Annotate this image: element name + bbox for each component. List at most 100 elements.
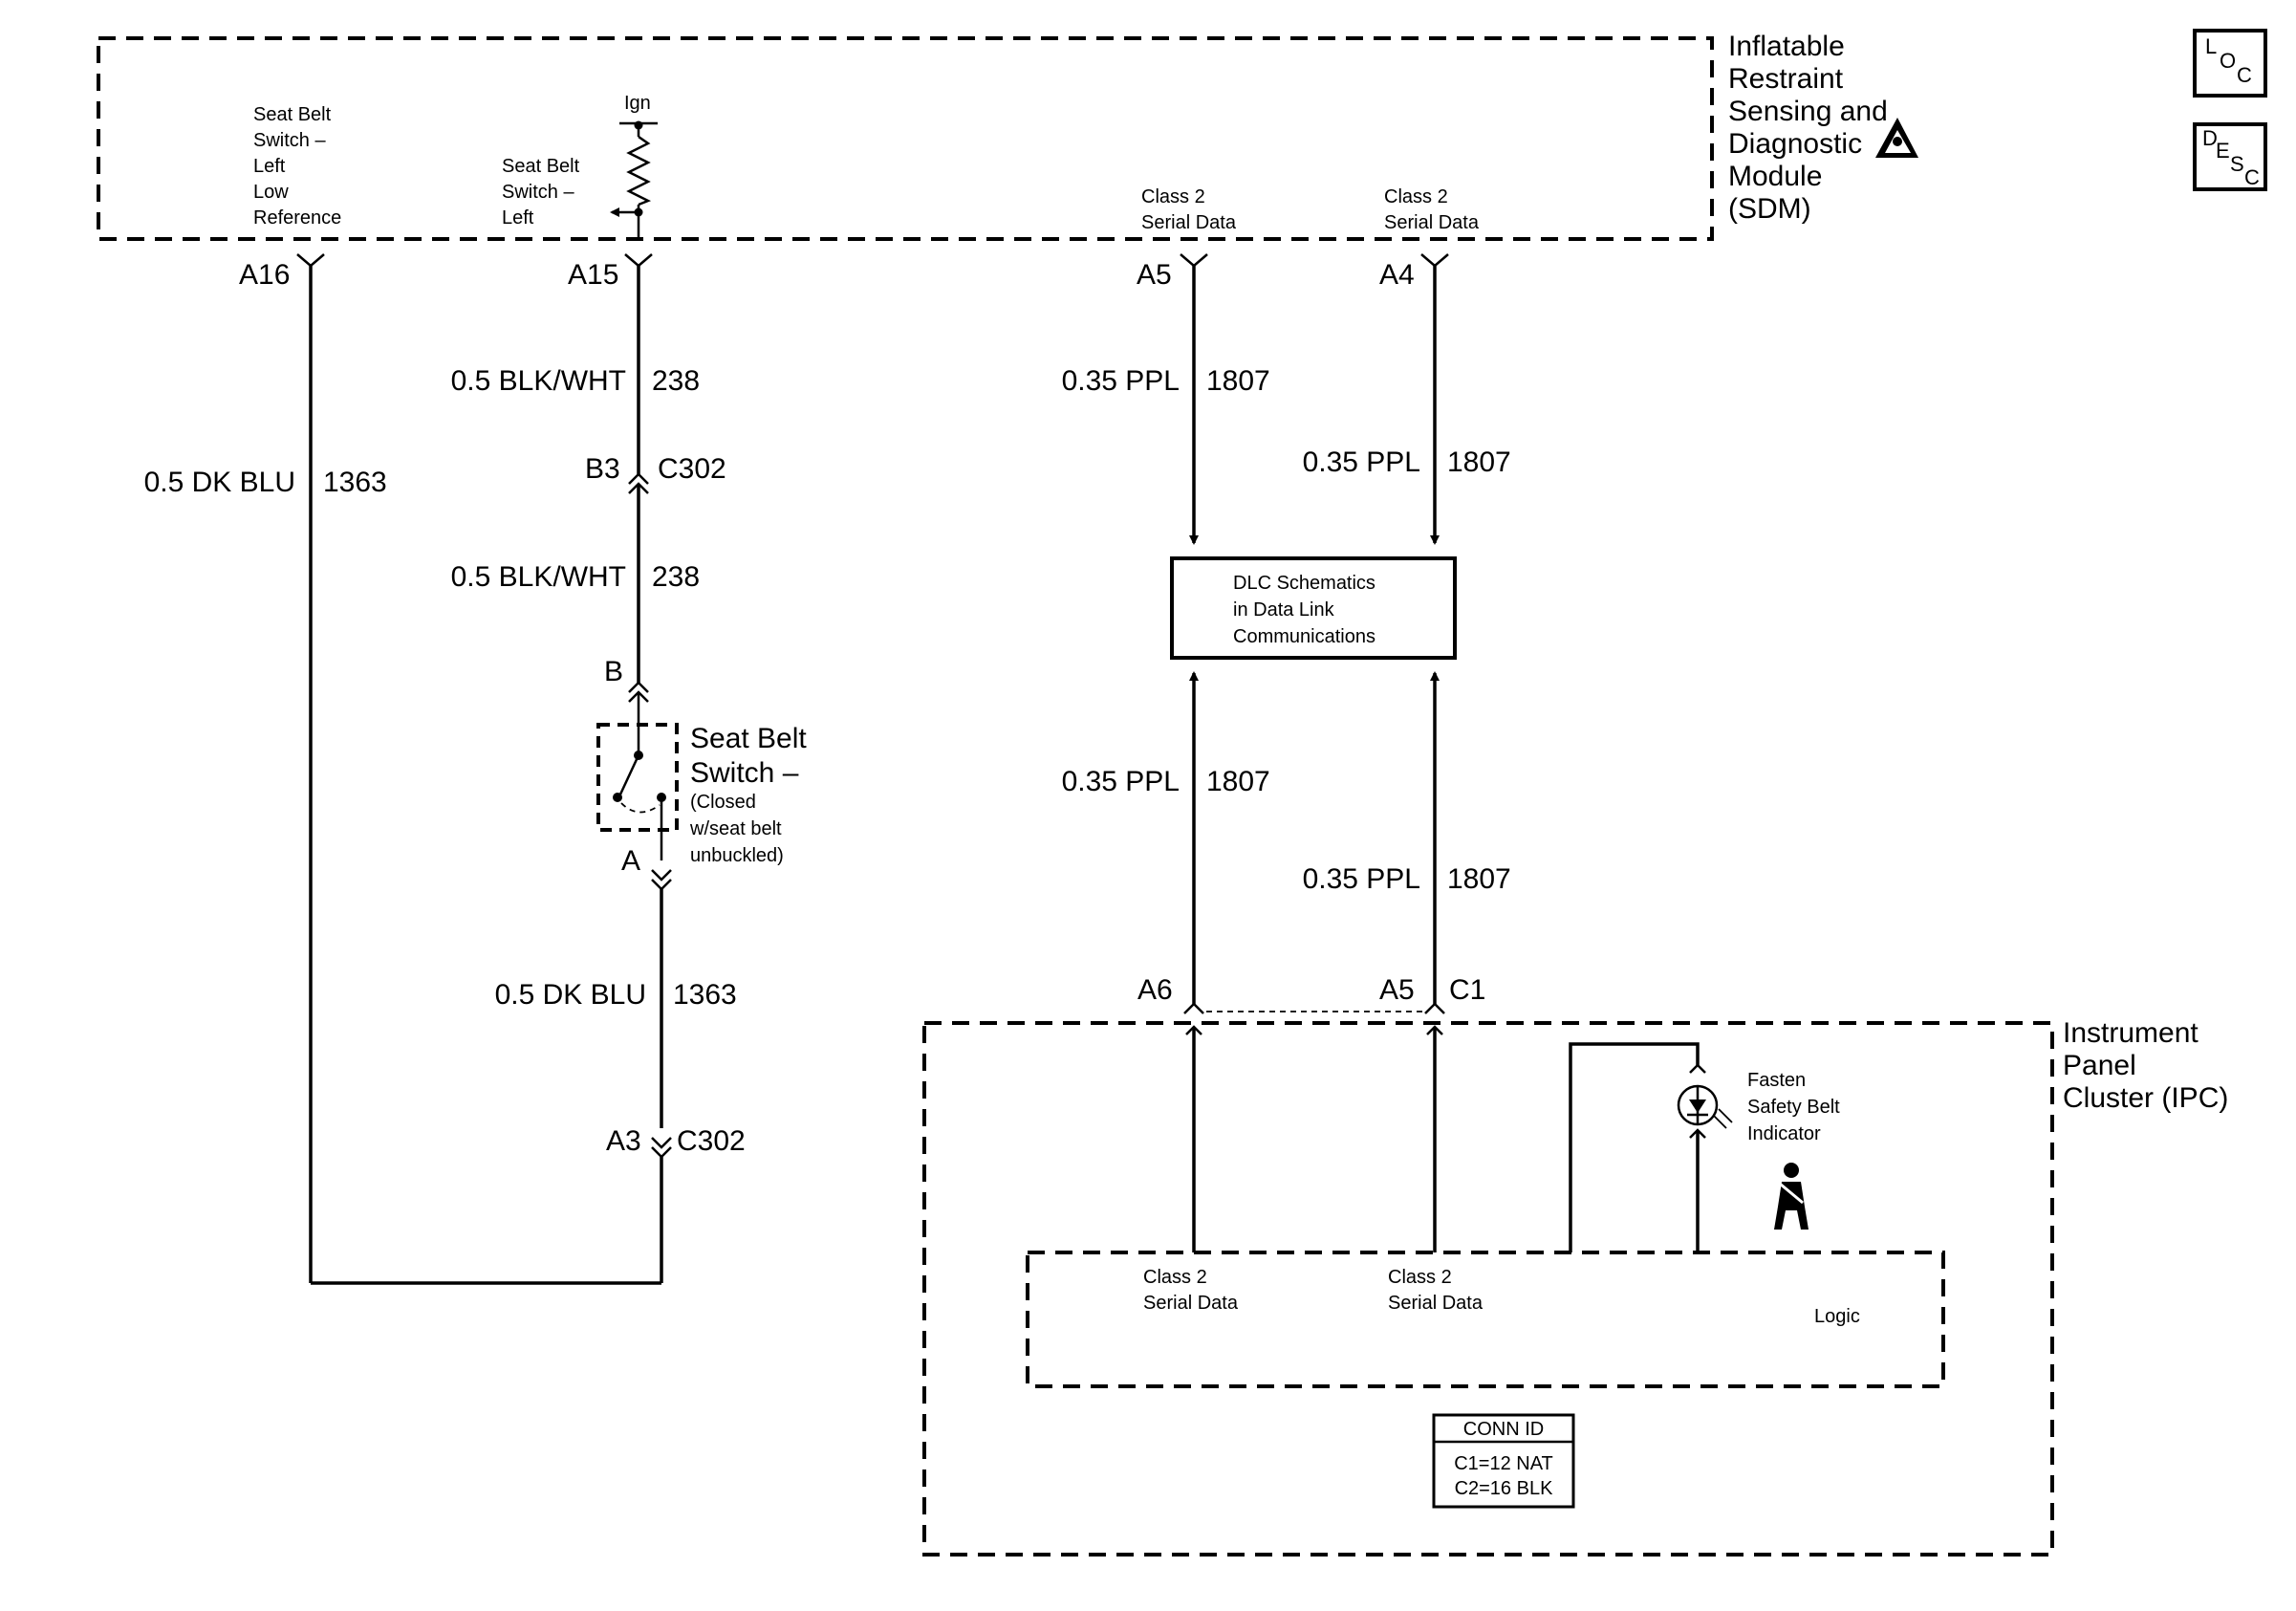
conn-id-row: C2=16 BLK [1455, 1478, 1554, 1499]
airbag-warning-icon [1875, 118, 1918, 158]
desc-letter: D [2202, 126, 2218, 150]
ipc-title: Instrument Panel Cluster (IPC) [2063, 1017, 2228, 1114]
connector-a3-label: A3 [606, 1125, 641, 1157]
loc-letter: L [2205, 34, 2217, 58]
logic-serial-line: Serial Data [1388, 1293, 1484, 1314]
wire-label-circuit: 1807 [1447, 446, 1511, 478]
dlc-box-line: in Data Link [1233, 599, 1335, 620]
indicator-label-line: Fasten [1747, 1070, 1806, 1091]
wire-label-gauge: 0.35 PPL [1303, 446, 1420, 478]
sdm-title-line: Inflatable [1728, 31, 1845, 62]
sdm-pin-label-switch-low-ref: Seat Belt Switch – Left Low Reference [253, 104, 341, 229]
pullup-resistor [626, 135, 652, 207]
sdm-pin-label-line: Left [253, 156, 286, 177]
terminal-a16: A16 [239, 259, 290, 291]
conn-id-row: C1=12 NAT [1454, 1453, 1553, 1474]
sdm-pin-label-a4-serial: Class 2 Serial Data [1384, 186, 1480, 233]
ipc-module-box [922, 1021, 2054, 1557]
logic-label: Logic [1814, 1306, 1860, 1327]
seat-belt-person-icon [1774, 1163, 1809, 1230]
ign-node [634, 120, 643, 130]
connector-c302-label: C302 [677, 1125, 746, 1157]
terminal-a4: A4 [1379, 259, 1415, 291]
loc-letter: O [2220, 49, 2236, 73]
sdm-pin-label-a5-serial: Class 2 Serial Data [1141, 186, 1237, 233]
wire-label-gauge: 0.5 BLK/WHT [451, 365, 626, 397]
dlc-box-label: DLC Schematics in Data Link Communicatio… [1233, 573, 1381, 647]
desc-letter: E [2216, 139, 2230, 163]
switch-note-line: (Closed [690, 792, 756, 813]
logic-serial-line: Class 2 [1143, 1267, 1207, 1288]
wire-label-circuit: 238 [652, 365, 700, 397]
switch-contact [613, 793, 622, 802]
sdm-pin-label-switch-left: Seat Belt Switch – Left [502, 156, 585, 229]
wire-label-gauge: 0.35 PPL [1062, 365, 1180, 397]
wire-label-gauge: 0.35 PPL [1062, 766, 1180, 797]
logic-serial-line: Class 2 [1388, 1267, 1452, 1288]
sdm-title: Inflatable Restraint Sensing and Diagnos… [1728, 31, 1895, 225]
sdm-title-line: Module [1728, 161, 1822, 192]
wire-label-gauge: 0.5 DK BLU [144, 467, 295, 498]
connector-c302-a3-icon [651, 1137, 672, 1159]
indicator-label-line: Safety Belt [1747, 1097, 1840, 1118]
ipc-title-line: Instrument [2063, 1017, 2199, 1049]
wire-label-circuit: 238 [652, 561, 700, 593]
sdm-pin-label-line: Serial Data [1384, 212, 1480, 233]
terminal-fork [1183, 1002, 1445, 1014]
sdm-title-line: (SDM) [1728, 193, 1811, 225]
switch-actuator-arc [620, 802, 661, 814]
switch-note-line: unbuckled) [690, 845, 784, 866]
connector-a-icon [651, 869, 672, 891]
loc-letter: C [2237, 63, 2252, 87]
logic-serial-left: Class 2 Serial Data [1143, 1267, 1239, 1314]
connector-a-label: A [621, 845, 640, 877]
switch-title-line: Switch – [690, 757, 799, 789]
terminal-a6: A6 [1137, 974, 1173, 1006]
switch-title-line: Seat Belt [690, 723, 807, 754]
sdm-title-line: Restraint [1728, 63, 1844, 95]
conn-id-table [1432, 1413, 1575, 1509]
seat-belt-switch-note: (Closed w/seat belt unbuckled) [689, 792, 787, 866]
wire-label-circuit: 1807 [1447, 863, 1511, 895]
terminal-fork [1185, 1025, 1443, 1035]
dlc-box[interactable] [1170, 556, 1457, 660]
wire-label-circuit: 1363 [673, 979, 737, 1011]
sdm-pin-label-line: Seat Belt [502, 156, 580, 177]
indicator-label-line: Indicator [1747, 1123, 1821, 1144]
sdm-pin-label-line: Left [502, 207, 534, 229]
sdm-pin-label-line: Class 2 [1141, 186, 1205, 207]
connector-b3-label: B3 [585, 453, 620, 485]
sdm-pin-label-line: Reference [253, 207, 341, 229]
sdm-pin-label-line: Seat Belt [253, 104, 332, 125]
logic-serial-line: Serial Data [1143, 1293, 1239, 1314]
terminal-fork [296, 253, 1449, 268]
wire-label-gauge: 0.5 BLK/WHT [451, 561, 626, 593]
conn-id-header: CONN ID [1463, 1419, 1544, 1440]
sdm-pin-label-line: Switch – [253, 130, 326, 151]
sdm-title-line: Diagnostic [1728, 128, 1862, 160]
seat-belt-switch-title: Seat Belt Switch – [690, 723, 814, 789]
terminal-a5-ipc: A5 [1379, 974, 1415, 1006]
ipc-title-line: Panel [2063, 1050, 2136, 1081]
pin-a15-node [634, 207, 643, 217]
logic-box [1026, 1251, 1945, 1388]
logic-serial-right: Class 2 Serial Data [1388, 1267, 1484, 1314]
switch-blade [617, 754, 640, 797]
dlc-box-line: DLC Schematics [1233, 573, 1375, 594]
connector-c302-label: C302 [658, 453, 726, 485]
loc-badge-icon[interactable]: L O C [2193, 29, 2267, 98]
terminal-a15: A15 [568, 259, 618, 291]
wire-label-gauge: 0.35 PPL [1303, 863, 1420, 895]
desc-badge-icon[interactable]: D E S C [2193, 122, 2267, 191]
desc-letter: S [2230, 152, 2244, 176]
wire-label-circuit: 1807 [1206, 766, 1270, 797]
connector-b-label: B [604, 656, 623, 687]
wire-label-gauge: 0.5 DK BLU [495, 979, 646, 1011]
wire-label-circuit: 1807 [1206, 365, 1270, 397]
sdm-module-box [97, 36, 1714, 241]
ign-label: Ign [624, 93, 651, 114]
sdm-pin-label-line: Serial Data [1141, 212, 1237, 233]
terminal-a5: A5 [1137, 259, 1172, 291]
dlc-box-line: Communications [1233, 626, 1375, 647]
